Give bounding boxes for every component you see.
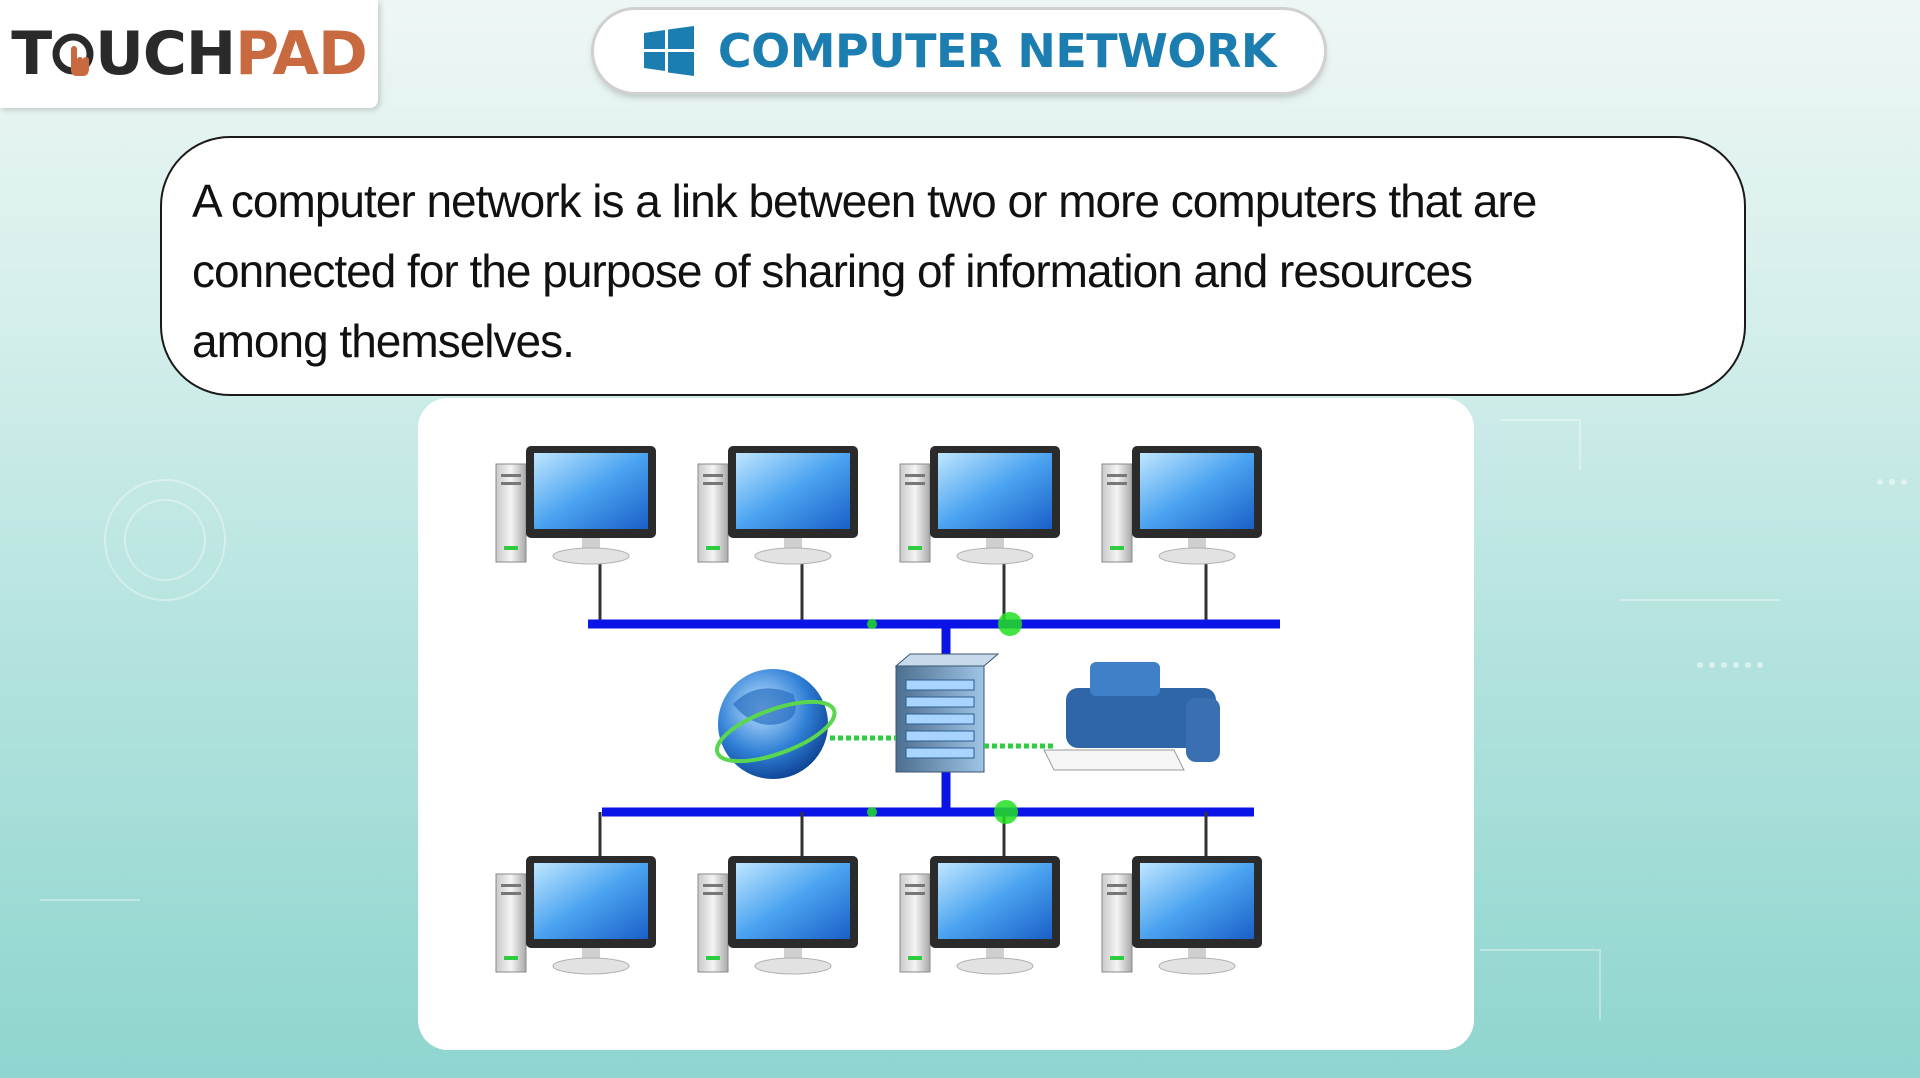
computer-icon (697, 855, 859, 975)
page-title: COMPUTER NETWORK (717, 24, 1277, 78)
printer-icon (1066, 688, 1216, 748)
network-diagram (418, 398, 1474, 1050)
globe-ring (714, 699, 837, 764)
printer-top (1090, 662, 1160, 696)
logo-text-part2: UCH (95, 19, 236, 89)
definition-line-2: connected for the purpose of sharing of … (192, 245, 1473, 297)
windows-logo-icon (643, 26, 694, 76)
logo-text-part3: PAD (235, 19, 368, 89)
logo-text-part1: T (11, 19, 52, 89)
computer-icon (1101, 855, 1263, 975)
server-bay (905, 679, 975, 691)
computer-icon (495, 855, 657, 975)
computer-icon (1101, 445, 1263, 565)
touch-finger-icon (51, 23, 95, 76)
definition-line-3: among themselves. (192, 315, 575, 367)
link-node (994, 800, 1018, 824)
computer-icon (899, 445, 1061, 565)
globe-continent (733, 688, 796, 725)
server-bay (905, 696, 975, 708)
computer-icon (495, 445, 657, 565)
link-node (867, 619, 877, 629)
computer-icon (899, 855, 1061, 975)
definition-line-1: A computer network is a link between two… (192, 175, 1537, 227)
server-bay (905, 713, 975, 725)
link-node (867, 807, 877, 817)
printer-paper (1043, 749, 1185, 771)
server-top (894, 653, 1000, 667)
printer-side (1186, 698, 1220, 762)
brand-logo: T UCHPAD (0, 0, 378, 108)
network-diagram-svg (495, 445, 1280, 975)
server-bay (905, 747, 975, 759)
computer-icon (697, 445, 859, 565)
link-node (998, 612, 1022, 636)
title-banner: COMPUTER NETWORK (594, 10, 1324, 92)
server-bay (905, 730, 975, 742)
definition-box: A computer network is a link between two… (160, 136, 1746, 396)
